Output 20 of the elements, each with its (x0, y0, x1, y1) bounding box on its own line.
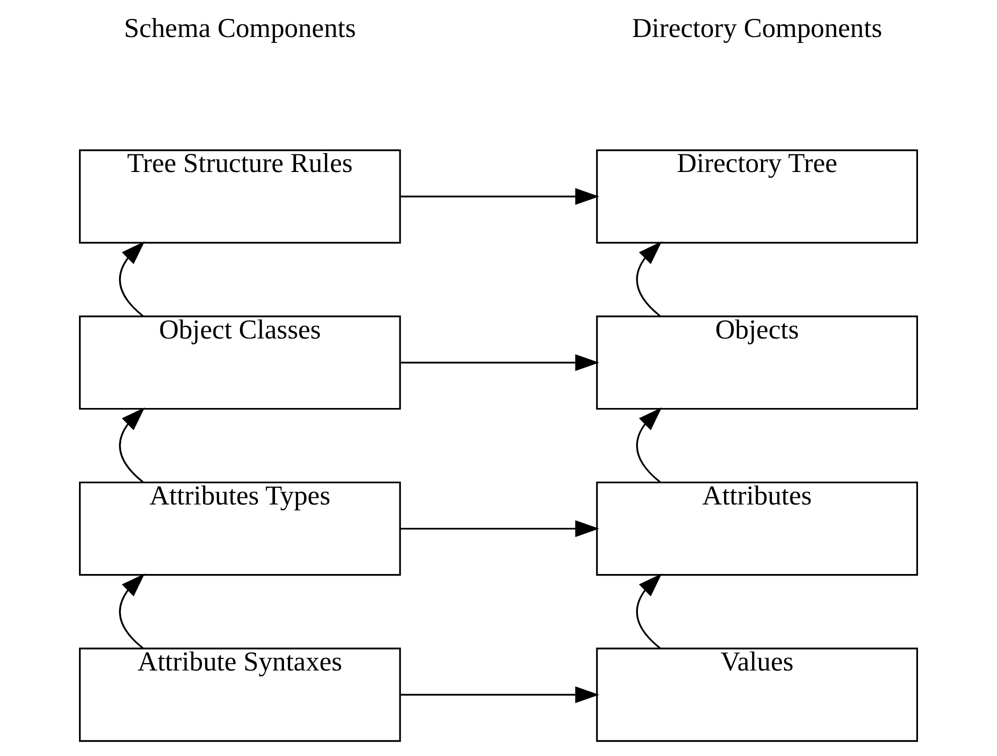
label: Directory Components (632, 12, 882, 43)
node-box: Attributes Types (79, 482, 401, 576)
node-box: Directory Tree (596, 149, 918, 244)
label: Schema Components (124, 12, 356, 43)
node-box: Values (596, 648, 918, 742)
arrow (400, 188, 600, 205)
arrow (400, 686, 600, 704)
arrow (636, 407, 662, 483)
arrow (119, 573, 145, 649)
node-box: Attributes (596, 482, 918, 576)
arrow (119, 241, 145, 317)
node-box: Objects (596, 316, 918, 410)
node-box: Object Classes (79, 316, 401, 410)
arrow (400, 520, 600, 538)
node-box: Attribute Syntaxes (79, 648, 401, 742)
arrow (636, 241, 662, 317)
node-box: Tree Structure Rules (79, 149, 401, 244)
arrow (119, 407, 145, 483)
arrow (636, 573, 662, 649)
arrow (400, 354, 600, 371)
